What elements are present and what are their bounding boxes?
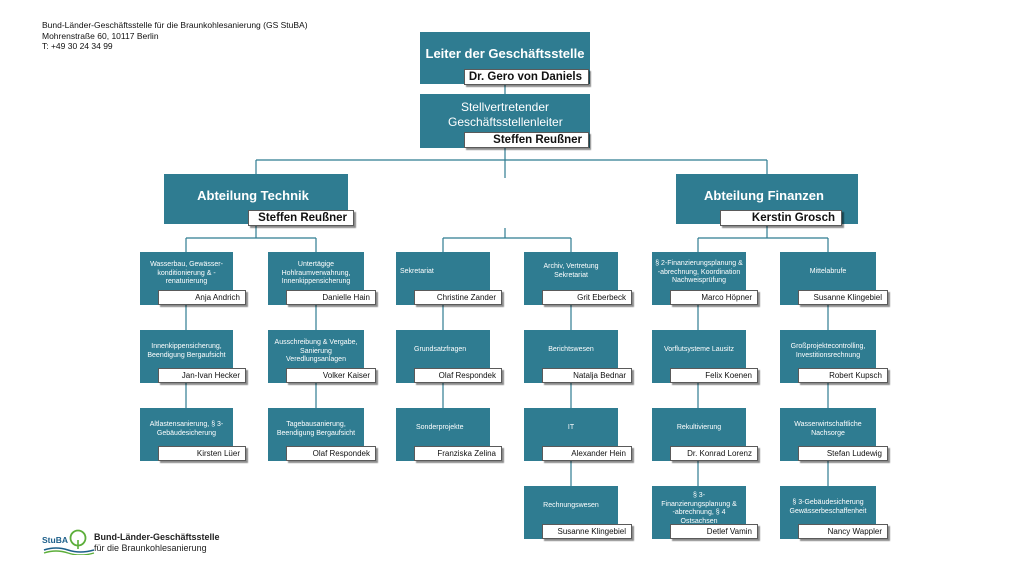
tree-logo-icon bbox=[43, 529, 95, 555]
unit-box: Sonderprojekte Franziska Zelina bbox=[396, 408, 502, 461]
unit-person: Nancy Wappler bbox=[798, 524, 888, 539]
unit-person: Christine Zander bbox=[414, 290, 502, 305]
unit-title: Berichtswesen bbox=[548, 346, 594, 353]
department-technik-head: Steffen Reußner bbox=[248, 210, 354, 226]
department-finanzen-head: Kerstin Grosch bbox=[720, 210, 842, 226]
unit-title: § 2-Finanzierungsplanung & -abrechnung, … bbox=[655, 260, 743, 284]
deputy-director-title: Stellvertretender Geschäftsstellenleiter bbox=[448, 100, 563, 129]
unit-title: Ausschreibung & Vergabe, Sanierung Vered… bbox=[274, 339, 358, 363]
unit-title: Grundsatzfragen bbox=[414, 346, 467, 353]
unit-box: § 3-Gebäudesicherung Gewässerbeschaffenh… bbox=[780, 486, 888, 539]
unit-title: IT bbox=[567, 424, 575, 431]
organization-name: Bund-Länder-Geschäftsstelle für die Brau… bbox=[42, 20, 308, 30]
unit-person: Kirsten Lüer bbox=[158, 446, 246, 461]
unit-title: § 3-Finanzierungsplanung & -abrechnung, … bbox=[661, 492, 737, 525]
unit-box: Tagebausanierung, Beendigung Bergaufsich… bbox=[268, 408, 376, 461]
unit-title: Sekretariat bbox=[400, 268, 434, 275]
unit-box: Wasserwirtschaftliche Nachsorge Stefan L… bbox=[780, 408, 888, 461]
unit-person: Olaf Respondek bbox=[286, 446, 376, 461]
logo-wordmark: Bund-Länder-Geschäftsstelle für die Brau… bbox=[94, 532, 220, 553]
unit-person: Danielle Hain bbox=[286, 290, 376, 305]
unit-box: Archiv, Vertretung Sekretariat Grit Eber… bbox=[524, 252, 632, 305]
phone-line: T: +49 30 24 34 99 bbox=[42, 41, 113, 51]
unit-box: Altlastensanierung, § 3-Gebäudesicherung… bbox=[140, 408, 246, 461]
unit-title: Großprojektecontrolling, Investitionsrec… bbox=[790, 343, 866, 359]
unit-person: Marco Höpner bbox=[670, 290, 758, 305]
unit-box: Innenkippensicherung, Beendigung Bergauf… bbox=[140, 330, 246, 383]
unit-title: Rekultivierung bbox=[676, 424, 722, 431]
unit-person: Susanne Klingebiel bbox=[542, 524, 632, 539]
unit-person: Detlef Vamin bbox=[670, 524, 758, 539]
unit-person: Anja Andrich bbox=[158, 290, 246, 305]
unit-box: IT Alexander Hein bbox=[524, 408, 632, 461]
unit-person: Natalja Bednar bbox=[542, 368, 632, 383]
unit-box: Rekultivierung Dr. Konrad Lorenz bbox=[652, 408, 758, 461]
unit-person: Grit Eberbeck bbox=[542, 290, 632, 305]
deputy-director-name: Steffen Reußner bbox=[464, 132, 589, 148]
unit-person: Olaf Respondek bbox=[414, 368, 502, 383]
unit-title: Tagebausanierung, Beendigung Bergaufsich… bbox=[276, 421, 356, 437]
unit-box: Rechnungswesen Susanne Klingebiel bbox=[524, 486, 632, 539]
unit-box: Sekretariat Christine Zander bbox=[396, 252, 502, 305]
unit-title: Untertägige Hohlraumverwahrung, Innenkip… bbox=[281, 261, 351, 285]
department-finanzen-title: Abteilung Finanzen bbox=[704, 188, 824, 203]
unit-box: § 2-Finanzierungsplanung & -abrechnung, … bbox=[652, 252, 758, 305]
department-technik-title: Abteilung Technik bbox=[197, 188, 309, 203]
unit-person: Dr. Konrad Lorenz bbox=[670, 446, 758, 461]
unit-person: Felix Koenen bbox=[670, 368, 758, 383]
unit-title: Rechnungswesen bbox=[543, 502, 599, 509]
director-name: Dr. Gero von Daniels bbox=[464, 69, 589, 85]
unit-box: Ausschreibung & Vergabe, Sanierung Vered… bbox=[268, 330, 376, 383]
director-box: Leiter der Geschäftsstelle Dr. Gero von … bbox=[420, 32, 590, 85]
deputy-director-box: Stellvertretender Geschäftsstellenleiter… bbox=[420, 94, 590, 148]
unit-title: Sonderprojekte bbox=[416, 424, 464, 431]
unit-box: Untertägige Hohlraumverwahrung, Innenkip… bbox=[268, 252, 376, 305]
logo-abbreviation: StuBA bbox=[42, 535, 68, 545]
department-technik-box: Abteilung Technik Steffen Reußner bbox=[164, 174, 354, 226]
unit-person: Jan-Ivan Hecker bbox=[158, 368, 246, 383]
unit-box: Großprojektecontrolling, Investitionsrec… bbox=[780, 330, 888, 383]
unit-box: Mittelabrufe Susanne Klingebiel bbox=[780, 252, 888, 305]
unit-person: Volker Kaiser bbox=[286, 368, 376, 383]
unit-title: Vorflutsysteme Lausitz bbox=[663, 346, 735, 353]
unit-box: Berichtswesen Natalja Bednar bbox=[524, 330, 632, 383]
unit-person: Stefan Ludewig bbox=[798, 446, 888, 461]
address-line: Mohrenstraße 60, 10117 Berlin bbox=[42, 30, 159, 41]
logo-name-line1: Bund-Länder-Geschäftsstelle bbox=[94, 532, 220, 542]
logo-name-line2: für die Braunkohlesanierung bbox=[94, 542, 207, 553]
unit-person: Susanne Klingebiel bbox=[798, 290, 888, 305]
director-title: Leiter der Geschäftsstelle bbox=[425, 46, 585, 61]
unit-title: Wasserwirtschaftliche Nachsorge bbox=[794, 421, 862, 437]
unit-title: Archiv, Vertretung Sekretariat bbox=[543, 263, 599, 279]
unit-title: Mittelabrufe bbox=[809, 268, 847, 275]
unit-title: Altlastensanierung, § 3-Gebäudesicherung bbox=[149, 421, 224, 437]
unit-box: Vorflutsysteme Lausitz Felix Koenen bbox=[652, 330, 758, 383]
department-finanzen-box: Abteilung Finanzen Kerstin Grosch bbox=[676, 174, 858, 226]
address-header: Bund-Länder-Geschäftsstelle für die Brau… bbox=[42, 20, 308, 52]
unit-title: § 3-Gebäudesicherung Gewässerbeschaffenh… bbox=[789, 499, 867, 515]
unit-box: § 3-Finanzierungsplanung & -abrechnung, … bbox=[652, 486, 758, 539]
unit-person: Alexander Hein bbox=[542, 446, 632, 461]
unit-person: Robert Kupsch bbox=[798, 368, 888, 383]
unit-title: Wasserbau, Gewässer-konditionierung & -r… bbox=[150, 261, 223, 285]
unit-person: Franziska Zelina bbox=[414, 446, 502, 461]
unit-box: Grundsatzfragen Olaf Respondek bbox=[396, 330, 502, 383]
unit-box: Wasserbau, Gewässer-konditionierung & -r… bbox=[140, 252, 246, 305]
unit-title: Innenkippensicherung, Beendigung Bergauf… bbox=[147, 343, 226, 359]
